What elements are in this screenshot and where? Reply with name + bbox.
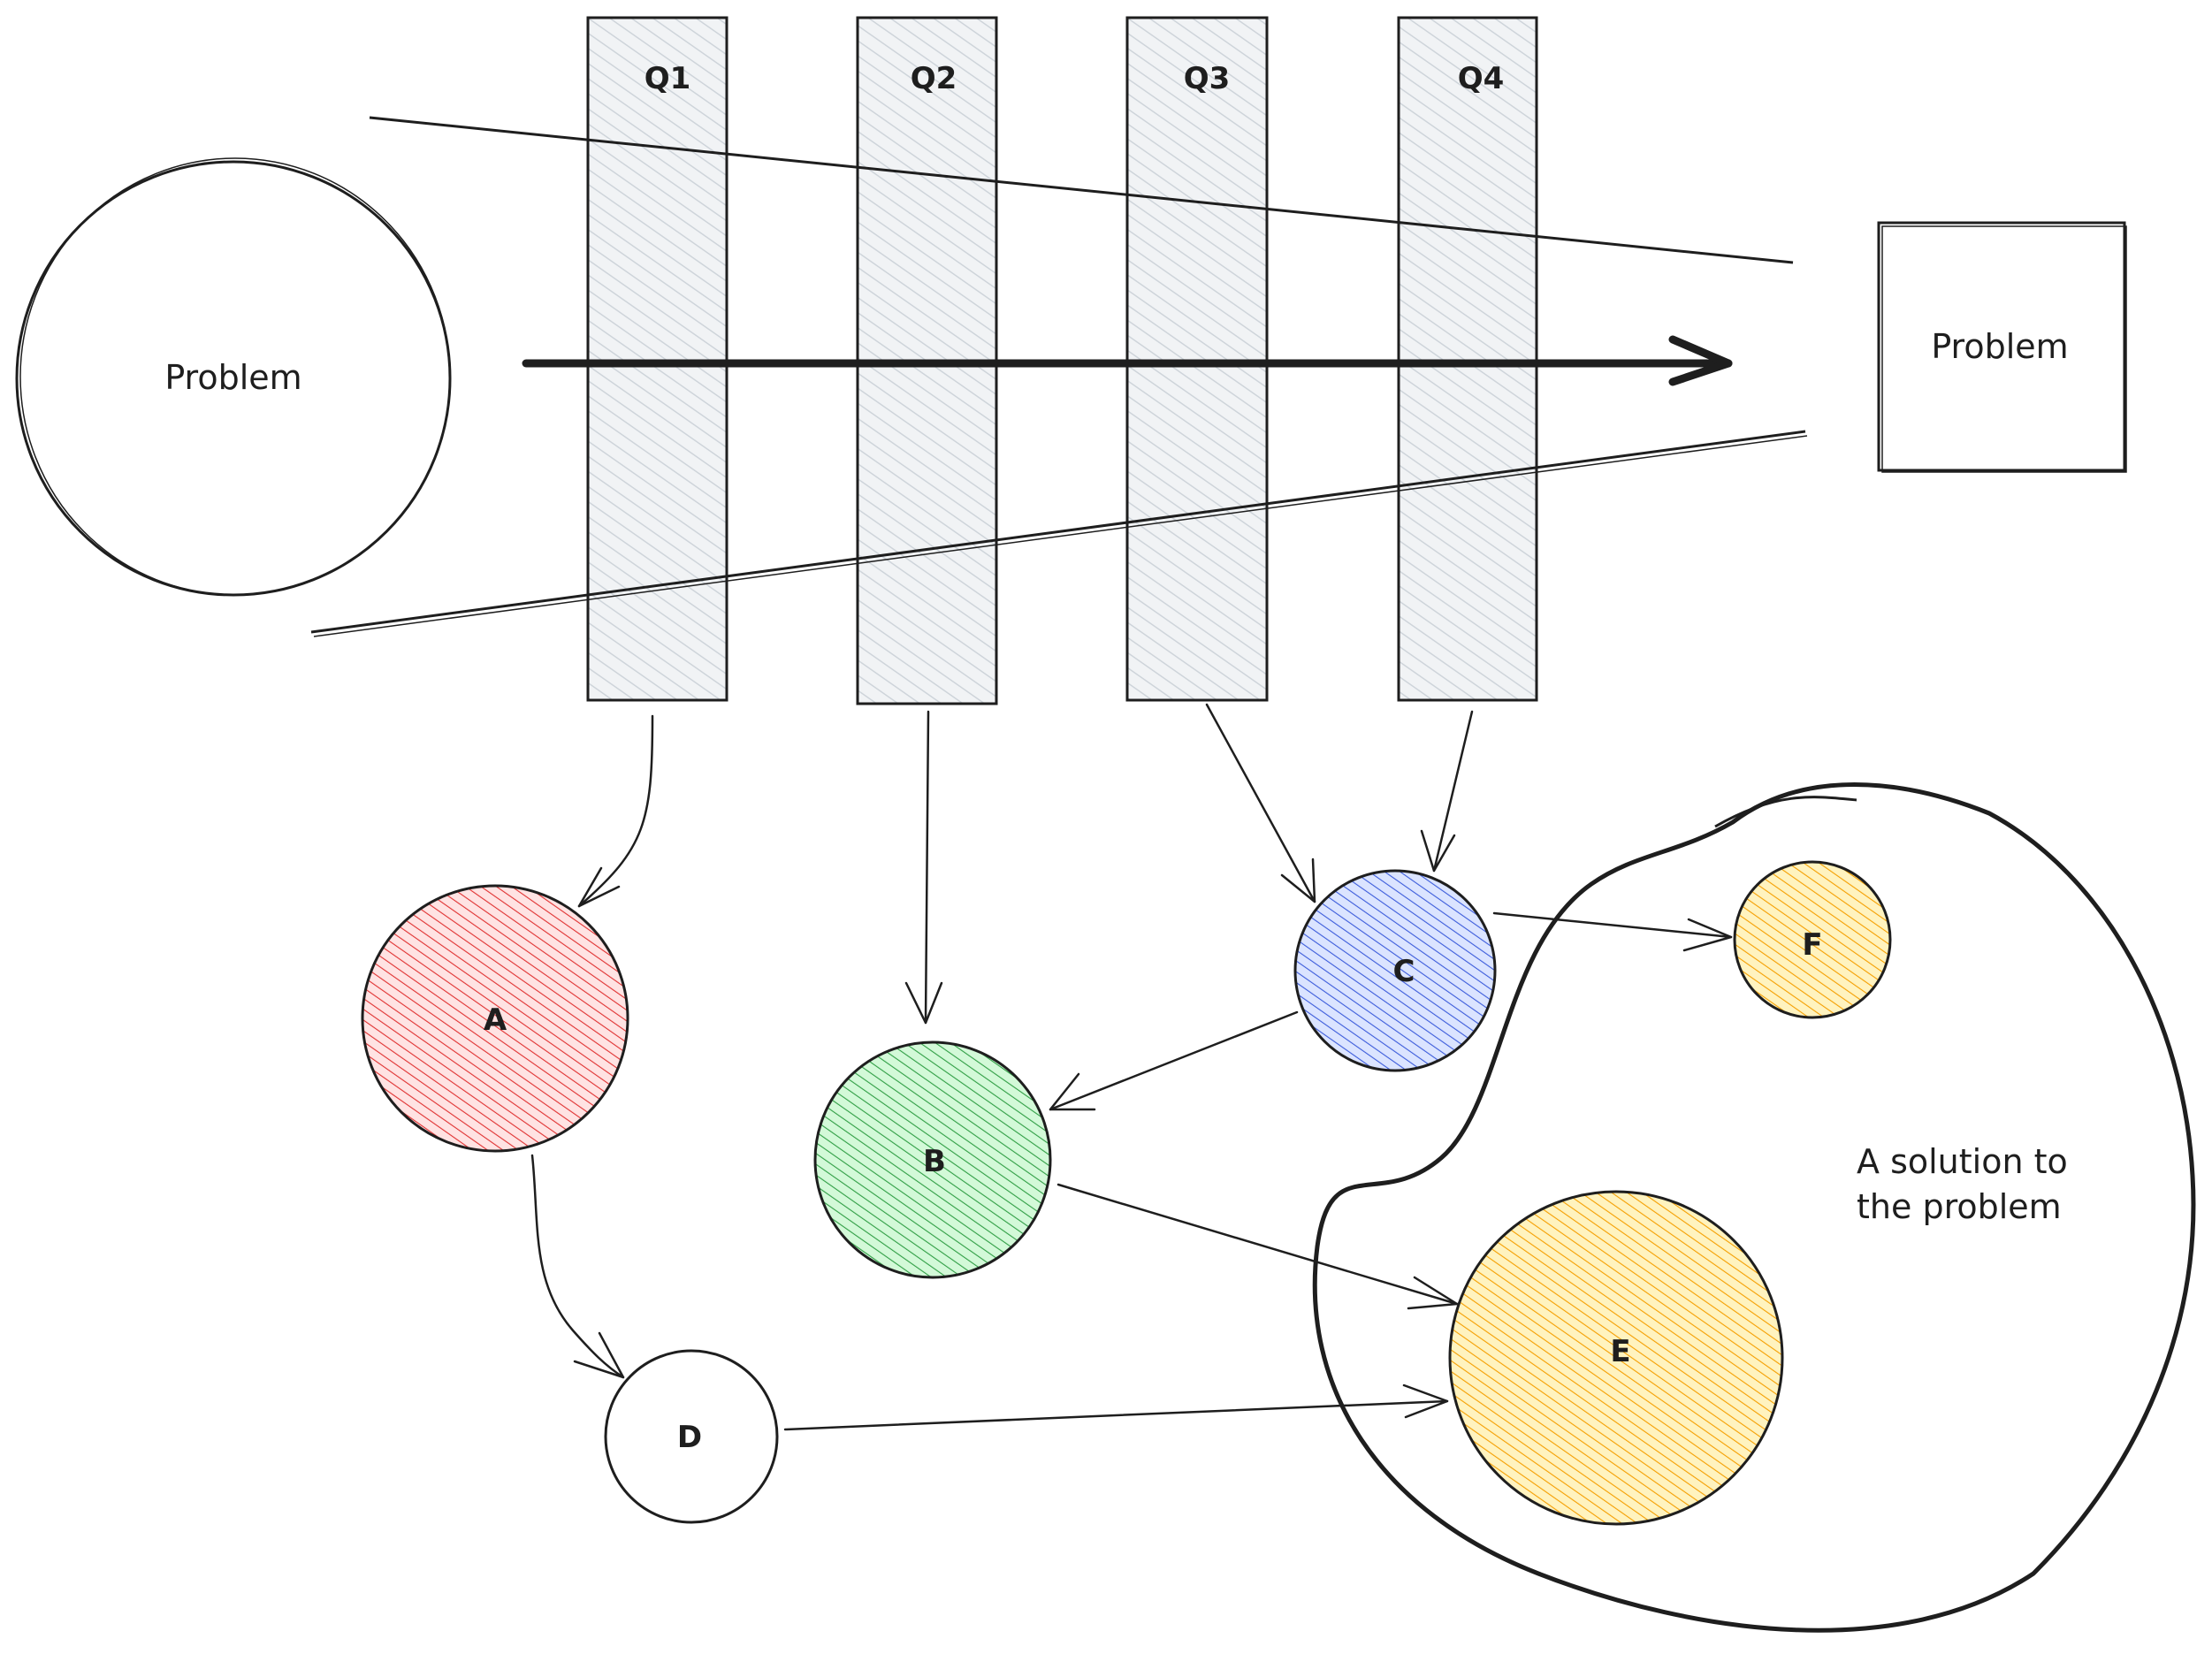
problem-circle[interactable]: Problem: [15, 157, 452, 597]
node-d[interactable]: D: [604, 1349, 779, 1524]
problem-square[interactable]: Problem: [1877, 221, 2127, 473]
arrow-q4-to-c: [1420, 710, 1474, 873]
solution-blob: [1312, 782, 2196, 1633]
arrow-d-to-e: [783, 1383, 1449, 1431]
problem-square-label: Problem: [1931, 327, 2068, 366]
funnel-line-top: [369, 116, 1794, 264]
column-q4[interactable]: Q4: [1397, 16, 1538, 702]
node-f-label: F: [1802, 927, 1822, 963]
column-q2-label: Q2: [911, 61, 957, 96]
node-e[interactable]: E: [1448, 1190, 1784, 1526]
node-b[interactable]: B: [813, 1040, 1052, 1279]
node-a-label: A: [484, 1002, 507, 1038]
problem-circle-label: Problem: [164, 358, 301, 397]
arrow-a-to-d: [530, 1154, 625, 1379]
arrow-q1-to-a: [577, 714, 654, 908]
solution-text-line2: the problem: [1857, 1187, 2062, 1226]
arrow-q2-to-b: [904, 710, 943, 1025]
arrow-b-to-e: [1056, 1183, 1459, 1310]
node-f[interactable]: F: [1733, 860, 1892, 1019]
column-q3-label: Q3: [1184, 61, 1231, 96]
node-c[interactable]: C: [1293, 869, 1497, 1072]
arrow-c-to-f: [1492, 911, 1733, 952]
column-q1-label: Q1: [645, 61, 691, 96]
node-a[interactable]: A: [361, 884, 629, 1153]
solution-text-line1: A solution to: [1857, 1142, 2068, 1181]
node-e-label: E: [1610, 1334, 1630, 1369]
funnel-line-bottom: [310, 430, 1806, 634]
node-b-label: B: [923, 1144, 946, 1179]
column-q1[interactable]: Q1: [586, 16, 728, 702]
arrow-q3-to-c: [1205, 703, 1316, 903]
funnel-line-bottom-sketch: [313, 435, 1808, 637]
main-arrow: [522, 335, 1733, 386]
arrow-c-to-b: [1049, 1010, 1299, 1111]
column-q4-label: Q4: [1458, 61, 1505, 96]
node-c-label: C: [1393, 954, 1415, 989]
node-d-label: D: [677, 1420, 702, 1455]
solution-blob-sketch: [1714, 796, 1857, 828]
column-q3[interactable]: Q3: [1125, 16, 1269, 702]
